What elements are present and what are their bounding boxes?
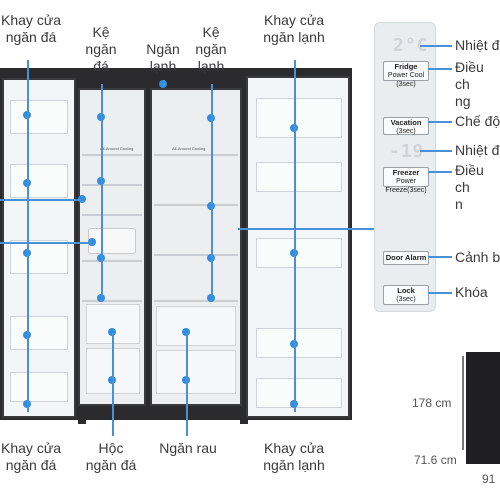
door-bin — [10, 100, 68, 134]
freezer-button-label: Freezer — [392, 168, 420, 177]
leader-line — [0, 199, 82, 201]
door-bin — [10, 164, 68, 198]
control-panel: 2°C Fridge Power Cool (3sec) Vacation (3… — [374, 22, 436, 312]
leader-line — [101, 84, 103, 300]
shelf — [82, 154, 142, 156]
fridge-door — [246, 76, 350, 418]
shelf — [154, 204, 238, 206]
label-fridge-shelf: Kệ ngăn lạnh — [195, 24, 227, 74]
label-freezer-shelf: Kệ ngăn đá — [85, 24, 117, 74]
shelf — [154, 154, 238, 156]
door-bin — [256, 378, 342, 408]
shelf — [82, 260, 142, 262]
cooling-label: All-Around Cooling — [172, 146, 206, 151]
label-lock: Khóa — [455, 284, 488, 300]
foot — [78, 418, 86, 424]
leader-line — [294, 60, 296, 412]
width-dimension: 71.6 cm — [414, 453, 457, 467]
leader-line — [420, 45, 452, 47]
leader-line — [112, 332, 114, 436]
door-bin — [10, 240, 68, 274]
fridge-cabinet: All-Around Cooling — [150, 88, 242, 406]
label-fridge-door-tray-bottom: Khay cửa ngăn lạnh — [263, 440, 325, 473]
label-vacation: Chế độ — [455, 113, 500, 129]
fridge-thumbnail — [466, 352, 500, 464]
vacation-button[interactable]: Vacation (3sec) — [383, 117, 429, 135]
leader-line — [428, 121, 452, 123]
cooling-label: All-Around Cooling — [100, 146, 134, 151]
lock-button-sub: (3sec) — [396, 296, 416, 303]
depth-dimension: 91 — [482, 472, 496, 486]
label-fridge-adjust: Điều ch ng — [455, 59, 484, 109]
leader-line — [428, 292, 452, 294]
leader-line — [428, 68, 452, 70]
lock-button[interactable]: Lock (3sec) — [383, 285, 429, 305]
leader-line — [420, 150, 452, 152]
label-ice-box: Hộc ngăn đá — [85, 440, 137, 473]
label-fridge-temp: Nhiệt đ — [455, 37, 500, 53]
leader-line — [238, 228, 376, 230]
height-dimension: 178 cm — [412, 396, 452, 410]
leader-line — [186, 332, 188, 436]
fridge-button-label: Fridge — [394, 62, 418, 71]
vacation-button-label: Vacation — [390, 118, 422, 127]
freezer-door — [2, 78, 76, 418]
freezer-temp-display: -19 — [389, 141, 425, 162]
door-bin — [256, 238, 342, 268]
vegetable-drawer — [156, 306, 236, 346]
leader-line — [211, 84, 213, 300]
shelf — [82, 300, 142, 302]
door-bin — [256, 328, 342, 358]
label-freezer-door-tray-bottom: Khay cửa ngăn đá — [1, 440, 61, 473]
shelf — [82, 214, 142, 216]
freezer-cabinet: All-Around Cooling — [78, 88, 146, 406]
foot — [240, 418, 248, 424]
leader-line — [163, 80, 165, 86]
marker-dot — [88, 238, 96, 246]
leader-line — [428, 256, 452, 258]
fridge-button[interactable]: Fridge Power Cool (3sec) — [383, 61, 429, 88]
vacation-button-sub: (3sec) — [396, 128, 416, 135]
freezer-button[interactable]: Freezer Power Freeze(3sec) — [383, 167, 429, 194]
vegetable-drawer — [156, 350, 236, 394]
shelf — [154, 300, 238, 302]
label-door-alarm: Cảnh b — [455, 249, 500, 265]
shelf — [154, 254, 238, 256]
label-cool-compartment: Ngăn lạnh — [146, 41, 180, 74]
label-vegetable-drawer: Ngăn rau — [159, 440, 217, 456]
label-freezer-door-tray-top: Khay cửa ngăn đá — [1, 12, 61, 45]
door-bin — [256, 162, 342, 192]
dimension-line — [462, 356, 464, 450]
leader-line — [0, 242, 92, 244]
label-freezer-temp: Nhiệt đ — [455, 142, 500, 158]
label-freezer-adjust: Điều ch n — [455, 162, 484, 212]
shelf — [82, 184, 142, 186]
marker-dot — [78, 195, 86, 203]
fridge-temp-display: 2°C — [393, 35, 429, 56]
door-bin — [256, 98, 342, 138]
fridge-button-sub: Power Cool (3sec) — [387, 72, 425, 88]
door-alarm-button[interactable]: Door Alarm — [383, 251, 429, 265]
leader-line — [27, 60, 29, 412]
label-fridge-door-tray-top: Khay cửa ngăn lạnh — [263, 12, 325, 45]
door-bin — [10, 316, 68, 350]
freezer-button-sub: Power Freeze(3sec) — [385, 178, 427, 194]
door-bin — [10, 372, 68, 402]
lock-button-label: Lock — [397, 286, 415, 295]
leader-line — [428, 171, 452, 173]
door-alarm-button-label: Door Alarm — [385, 253, 427, 262]
